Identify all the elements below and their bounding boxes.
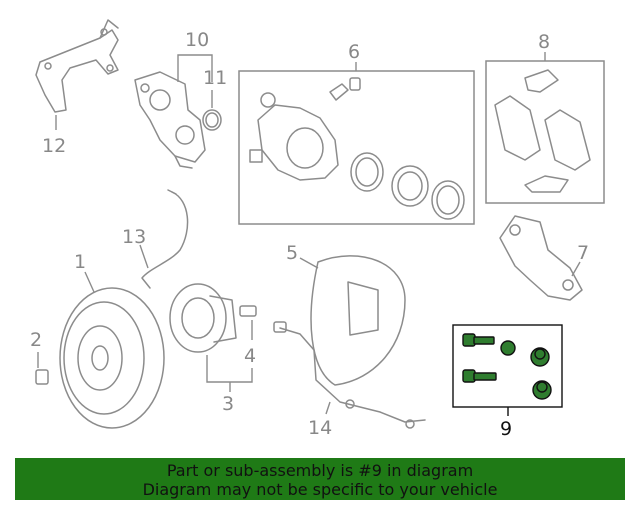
- callout-11[interactable]: 11: [203, 67, 227, 89]
- bushing-icon: [500, 340, 516, 356]
- callout-5[interactable]: 5: [286, 242, 298, 264]
- callout-3[interactable]: 3: [222, 393, 234, 415]
- leader-10: [177, 54, 213, 82]
- banner-line-1: Part or sub-assembly is #9 in diagram: [166, 461, 474, 480]
- part-10-knuckle[interactable]: [134, 71, 206, 169]
- callout-13[interactable]: 13: [122, 226, 146, 248]
- callout-7[interactable]: 7: [577, 242, 589, 264]
- part-5-dust-shield[interactable]: [299, 255, 406, 386]
- callout-2[interactable]: 2: [30, 329, 42, 351]
- part-1-rotor[interactable]: [59, 271, 165, 429]
- info-banner: Part or sub-assembly is #9 in diagram Di…: [15, 458, 625, 500]
- part-11-seal[interactable]: [202, 90, 222, 131]
- part-3-hub[interactable]: [169, 283, 237, 353]
- nut-icon: [532, 380, 552, 400]
- bolt-icon: [462, 333, 495, 347]
- callout-8[interactable]: 8: [538, 31, 550, 53]
- callout-4[interactable]: 4: [244, 345, 256, 367]
- part-14-sensor[interactable]: [273, 321, 426, 429]
- banner-line-2: Diagram may not be specific to your vehi…: [142, 480, 498, 499]
- box-6: [238, 70, 475, 225]
- part-2-screw[interactable]: [35, 352, 49, 385]
- callout-14[interactable]: 14: [308, 417, 332, 439]
- part-4-stud[interactable]: [239, 305, 257, 340]
- callout-12[interactable]: 12: [42, 135, 66, 157]
- callout-6[interactable]: 6: [348, 41, 360, 63]
- part-8-pads[interactable]: [494, 69, 591, 193]
- part-9-hardware-kit[interactable]: [462, 333, 552, 400]
- nut-icon: [530, 347, 550, 367]
- parts-diagram: 12 10 11 6 8: [30, 19, 605, 440]
- callout-1[interactable]: 1: [74, 251, 86, 273]
- box-8: [485, 60, 605, 204]
- part-12-bracket[interactable]: [35, 19, 119, 130]
- part-13-brake-line[interactable]: [139, 189, 189, 289]
- callout-10[interactable]: 10: [185, 29, 209, 51]
- part-7-caliper-bracket[interactable]: [499, 215, 583, 301]
- callout-9[interactable]: 9: [500, 418, 512, 440]
- part-6-caliper[interactable]: [249, 77, 465, 220]
- bolt-icon: [462, 369, 497, 383]
